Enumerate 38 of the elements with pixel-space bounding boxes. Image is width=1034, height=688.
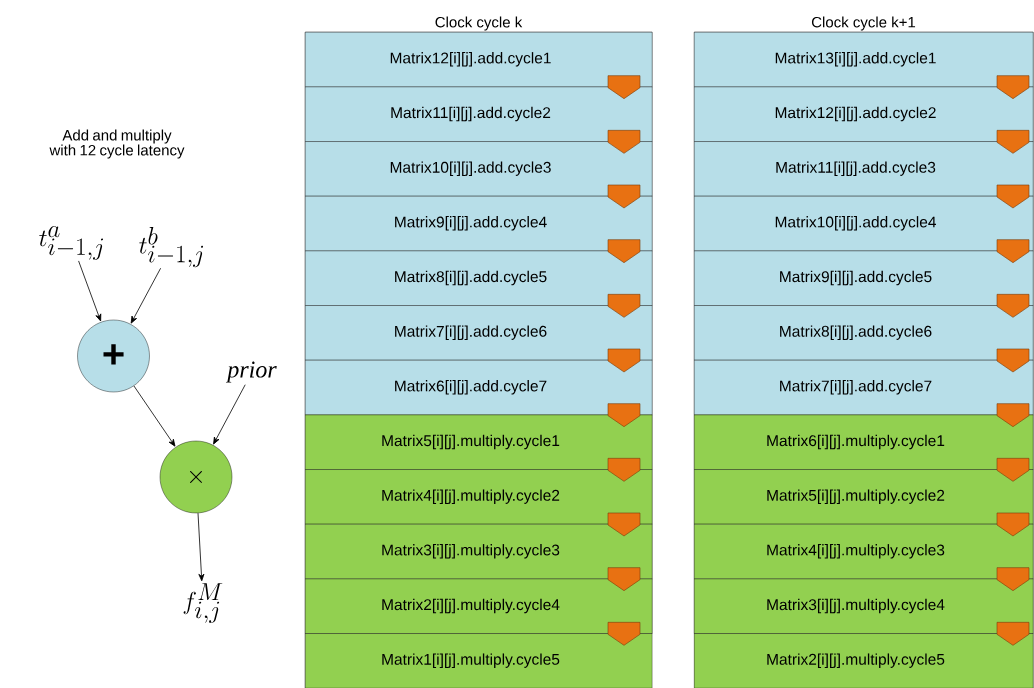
node-label: Matrix1[i][j].multiply.cycle5 [382, 653, 560, 668]
stage-row: Matrix6[i][j].multiply.cycle1 [694, 414, 1034, 470]
stage-row: Matrix2[i][j].multiply.cycle5 [694, 633, 1034, 688]
stage-row: Matrix3[i][j].multiply.cycle3 [305, 524, 653, 580]
stage-row: Matrix6[i][j].add.cycle7 [305, 360, 653, 416]
input-label: prior [225, 361, 277, 383]
node-label: Matrix2[i][j].multiply.cycle5 [767, 653, 945, 668]
stage-row: Matrix11[i][j].add.cycle2 [305, 86, 653, 142]
variable-label: $t^{a}_{i-1,j}$ [39, 226, 104, 260]
stage-row: Matrix4[i][j].multiply.cycle3 [694, 524, 1034, 580]
node-label: Clock cycle k [435, 16, 523, 31]
arrow [213, 384, 246, 445]
variable-label: $f^{M}_{i,j}$ [183, 583, 223, 624]
stage-row: Matrix12[i][j].add.cycle2 [694, 86, 1034, 142]
node-label: Clock cycle k+1 [811, 16, 916, 31]
stage-row: Matrix10[i][j].add.cycle3 [305, 141, 653, 197]
stage-row: Matrix3[i][j].multiply.cycle4 [694, 578, 1034, 634]
stage-row: Matrix5[i][j].multiply.cycle2 [694, 469, 1034, 525]
caption-text: Add and multiply with 12 cycle latency [49, 129, 185, 159]
arrow [197, 512, 205, 582]
stage-row: Matrix13[i][j].add.cycle1 [694, 32, 1034, 88]
stage-row: Matrix8[i][j].add.cycle6 [694, 305, 1034, 361]
stage-row: Matrix7[i][j].add.cycle6 [305, 305, 653, 361]
arrow [133, 385, 176, 447]
arrow [130, 267, 162, 324]
stage-row: Matrix4[i][j].multiply.cycle2 [305, 469, 653, 525]
stage-row: Matrix10[i][j].add.cycle4 [694, 196, 1034, 252]
stage-row: Matrix8[i][j].add.cycle5 [305, 250, 653, 306]
stage-row: Matrix9[i][j].add.cycle5 [694, 250, 1034, 306]
stage-row: Matrix12[i][j].add.cycle1 [305, 32, 653, 88]
arrow [78, 260, 102, 322]
stage-row: Matrix9[i][j].add.cycle4 [305, 196, 653, 252]
stage-row: Matrix7[i][j].add.cycle7 [694, 360, 1034, 416]
variable-label: $t^{b}_{i-1,j}$ [139, 227, 204, 268]
stage-row: Matrix1[i][j].multiply.cycle5 [305, 633, 653, 688]
stage-row: Matrix11[i][j].add.cycle3 [694, 141, 1034, 197]
stage-row: Matrix5[i][j].multiply.cycle1 [305, 414, 653, 470]
stage-row: Matrix2[i][j].multiply.cycle4 [305, 578, 653, 634]
